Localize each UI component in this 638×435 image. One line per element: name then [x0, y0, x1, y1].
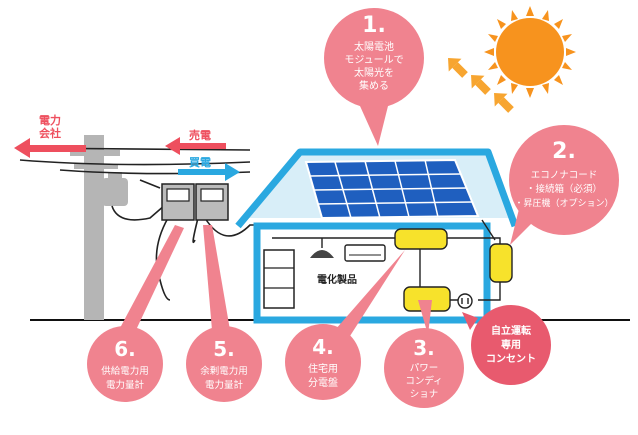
- sun-icon: [484, 6, 576, 98]
- power-company-label-1: 電力: [39, 113, 61, 127]
- sunlight-arrows: [448, 58, 514, 113]
- solar-panel: [304, 158, 480, 220]
- bubble-2: 2. エコノナコード ・接続箱（必須） ・昇圧機（オプション）: [509, 125, 619, 245]
- bubble-5: 5. 余剰電力用 電力量計: [186, 225, 262, 402]
- buy-label: 買電: [189, 156, 211, 169]
- sell-arrow: [165, 137, 226, 155]
- bubble-1-line: 太陽電池: [354, 40, 394, 53]
- bubble-4-line: 分電盤: [308, 376, 338, 389]
- bubble-6-line: 電力量計: [106, 379, 145, 391]
- bubble-5-number: 5.: [213, 337, 235, 361]
- bubble-outlet: 自立運転 専用 コンセント: [462, 305, 551, 385]
- distribution-board: [394, 228, 448, 250]
- meter-surplus: [195, 183, 229, 221]
- outlet-bubble-line: 自立運転: [491, 324, 531, 337]
- bubble-3-line: パワー: [410, 363, 439, 374]
- bubble-4-number: 4.: [312, 335, 334, 359]
- bubble-6-number: 6.: [114, 337, 136, 361]
- bubble-4-line: 住宅用: [308, 362, 338, 375]
- bubble-5-line: 余剰電力用: [200, 365, 248, 377]
- bubble-1-line: 太陽光を: [354, 66, 394, 79]
- sell-label: 売電: [189, 128, 211, 142]
- bubble-2-line: ・接続箱（必須）: [526, 183, 602, 195]
- outlet-bubble-line: 専用: [501, 338, 521, 351]
- bubble-1: 1. 太陽電池 モジュールで 太陽光を 集める: [324, 8, 424, 146]
- bubble-2-line: エコノナコード: [531, 170, 598, 181]
- bubble-2-number: 2.: [552, 139, 576, 164]
- bubble-3: 3. パワー コンディ ショナ: [384, 300, 464, 408]
- power-company-label-2: 会社: [39, 126, 61, 140]
- outlet-icon: [457, 293, 473, 309]
- bubble-6: 6. 供給電力用 電力量計: [87, 225, 184, 402]
- power-company-arrow: [14, 138, 86, 158]
- air-conditioner-icon: [344, 244, 386, 262]
- bubble-3-number: 3.: [413, 336, 435, 360]
- bubble-1-line: モジュールで: [344, 55, 403, 66]
- bubble-1-line: 集める: [359, 79, 389, 92]
- bubble-6-line: 供給電力用: [101, 365, 149, 377]
- refrigerator-icon: [263, 249, 295, 309]
- bubble-3-line: コンディ: [405, 375, 442, 387]
- bubble-3-line: ショナ: [410, 389, 439, 400]
- buy-arrow: [178, 163, 240, 181]
- utility-pole: [70, 135, 128, 320]
- connection-box: [489, 243, 513, 283]
- appliances-label: 電化製品: [317, 273, 357, 286]
- bubble-2-line: ・昇圧機（オプション）: [514, 197, 613, 209]
- lamp-icon: [310, 238, 334, 258]
- bubble-4: 4. 住宅用 分電盤: [285, 250, 405, 400]
- outlet-bubble-line: コンセント: [486, 353, 536, 365]
- bubble-5-line: 電力量計: [205, 379, 244, 391]
- meter-supply: [161, 183, 195, 221]
- bubble-1-number: 1.: [362, 13, 386, 38]
